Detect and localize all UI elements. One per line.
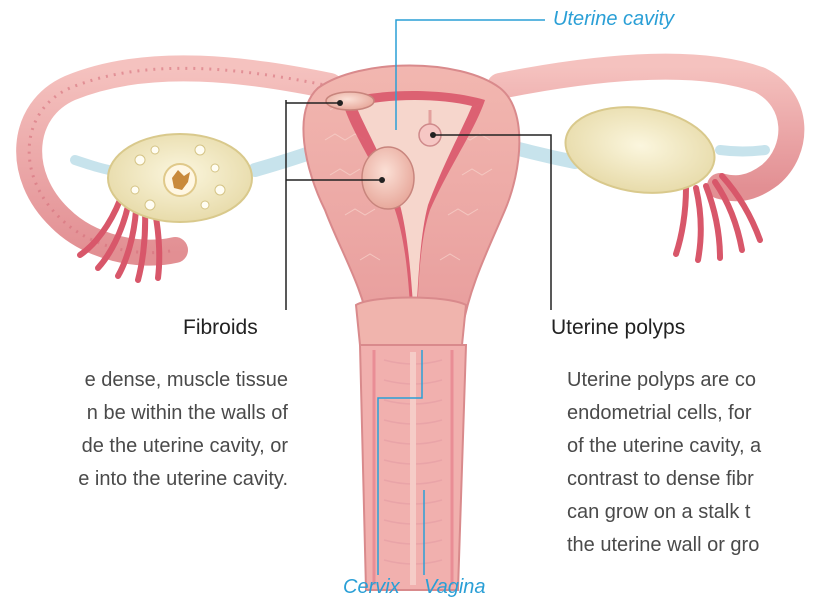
fibroids-line: de the uterine cavity, or [78,430,288,463]
polyps-line: Uterine polyps are co [567,364,761,397]
polyps-line: can grow on a stalk t [567,496,761,529]
fibroids-description: e dense, muscle tissue n be within the w… [78,364,288,496]
polyps-line: contrast to dense fibr [567,463,761,496]
fibroid-intramural [326,92,374,110]
polyps-description: Uterine polyps are co endometrial cells,… [567,364,761,562]
cervix-label: Cervix [343,576,400,599]
fibroid-submucosal [362,147,414,209]
polyps-line: endometrial cells, for [567,397,761,430]
fibroids-line: n be within the walls of [78,397,288,430]
polyps-line: of the uterine cavity, a [567,430,761,463]
vagina-label: Vagina [424,576,486,599]
cervix [356,298,466,351]
polyps-line: the uterine wall or gro [567,529,761,562]
fibroids-line: e into the uterine cavity. [78,463,288,496]
fibroids-line: e dense, muscle tissue [78,364,288,397]
uterine-cavity-label: Uterine cavity [553,8,674,31]
polyps-heading: Uterine polyps [551,316,685,340]
fibroids-heading: Fibroids [183,316,258,340]
